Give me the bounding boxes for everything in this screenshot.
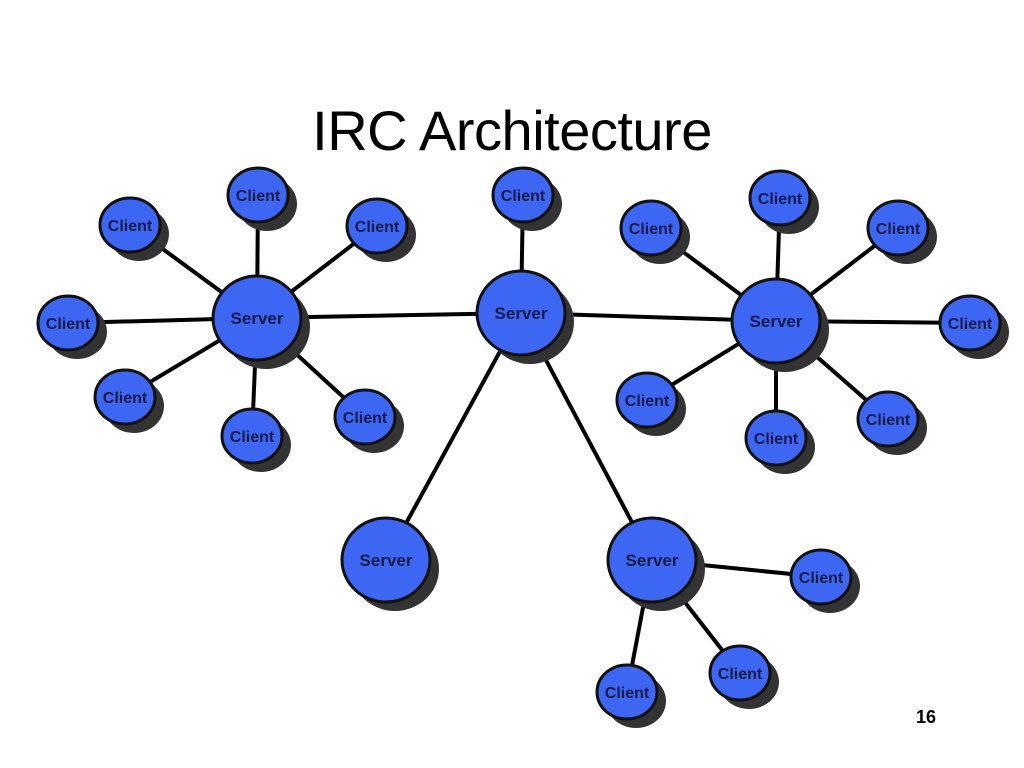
client-circle (226, 166, 290, 224)
client-node-c1: Client (98, 196, 169, 261)
client-label: Client (236, 188, 281, 205)
client-node-c14: Client (744, 409, 815, 474)
client-circle (938, 294, 1002, 352)
client-label: Client (230, 429, 275, 446)
client-node-c5: Client (93, 368, 164, 433)
client-circle (866, 199, 930, 257)
client-node-c10: Client (748, 169, 819, 234)
client-label: Client (625, 393, 670, 410)
client-node-c3: Client (345, 197, 416, 262)
client-node-c13: Client (615, 371, 686, 436)
client-node-c8: Client (491, 166, 562, 231)
client-node-c18: Client (595, 663, 666, 728)
client-circle (93, 368, 157, 426)
server-label: Server (231, 309, 284, 328)
client-circle (856, 390, 920, 448)
client-label: Client (718, 666, 763, 683)
client-node-c11: Client (866, 199, 937, 264)
server-circle (340, 516, 432, 604)
client-label: Client (108, 218, 153, 235)
client-circle (491, 166, 555, 224)
server-node-s-right: Server (730, 277, 829, 372)
client-circle (615, 371, 679, 429)
client-circle (220, 407, 284, 465)
client-label: Client (754, 431, 799, 448)
server-circle (211, 274, 303, 362)
client-node-c2: Client (226, 166, 297, 231)
client-node-c15: Client (856, 390, 927, 455)
server-node-s-bottom-right: Server (606, 516, 705, 611)
client-label: Client (501, 188, 546, 205)
client-label: Client (758, 191, 803, 208)
client-label: Client (355, 219, 400, 236)
client-label: Client (605, 685, 650, 702)
server-circle (475, 269, 567, 357)
server-node-s-left: Server (211, 274, 310, 369)
server-label: Server (750, 312, 803, 331)
server-label: Server (626, 551, 679, 570)
client-node-c4: Client (36, 294, 107, 359)
client-circle (744, 409, 808, 467)
server-label: Server (360, 551, 413, 570)
client-circle (333, 388, 397, 446)
client-label: Client (876, 221, 921, 238)
server-label: Server (495, 304, 548, 323)
client-node-c16: Client (789, 548, 860, 613)
client-node-c7: Client (333, 388, 404, 453)
client-label: Client (629, 221, 674, 238)
client-node-c17: Client (708, 644, 779, 709)
client-node-c6: Client (220, 407, 291, 472)
client-circle (98, 196, 162, 254)
server-node-s-center: Server (475, 269, 574, 364)
client-circle (748, 169, 812, 227)
slide-title: IRC Architecture (312, 99, 712, 162)
client-label: Client (103, 390, 148, 407)
client-circle (345, 197, 409, 255)
client-circle (708, 644, 772, 702)
server-circle (606, 516, 698, 604)
client-label: Client (343, 410, 388, 427)
client-node-c9: Client (619, 199, 690, 264)
client-label: Client (866, 412, 911, 429)
client-circle (36, 294, 100, 352)
client-label: Client (46, 316, 91, 333)
client-circle (789, 548, 853, 606)
client-label: Client (799, 570, 844, 587)
page-number: 16 (915, 707, 937, 727)
edge-s-center-s-bottom-left (384, 312, 523, 561)
client-circle (595, 663, 659, 721)
client-node-c12: Client (938, 294, 1009, 359)
server-circle (730, 277, 822, 365)
server-node-s-bottom-left: Server (340, 516, 439, 611)
client-label: Client (948, 316, 993, 333)
client-circle (619, 199, 683, 257)
